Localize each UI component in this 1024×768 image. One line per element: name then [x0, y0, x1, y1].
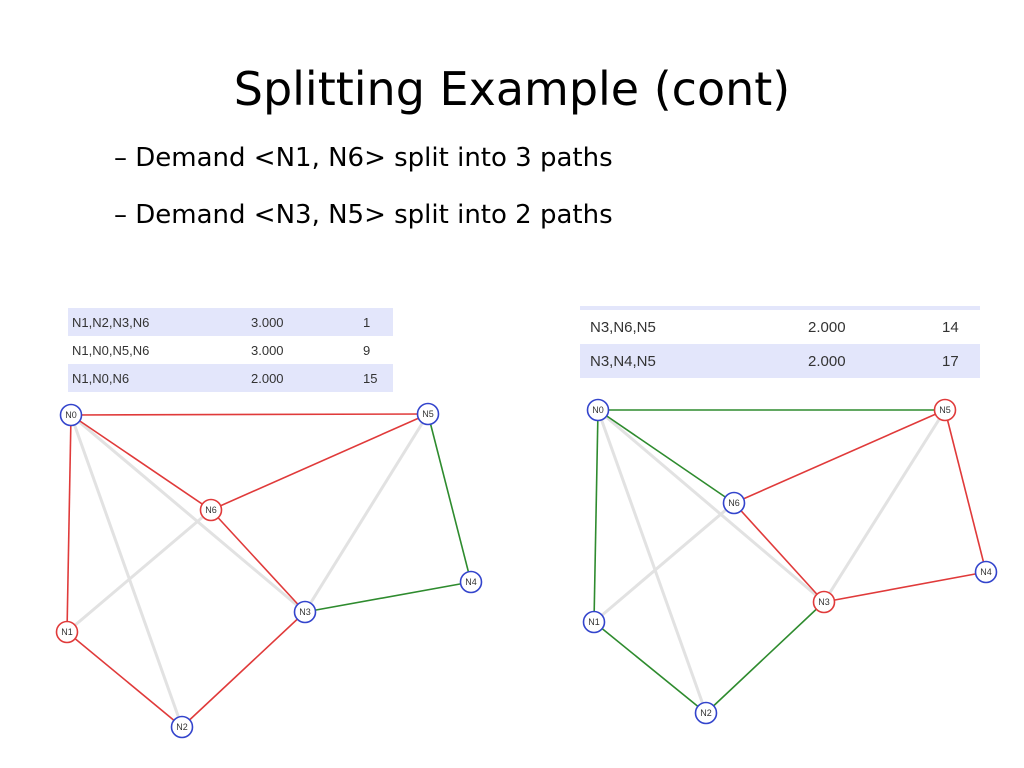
left-path-table: N1,N2,N3,N6 3.000 1 N1,N0,N5,N6 3.000 9 …	[68, 308, 393, 392]
edge-n0-n5	[70, 413, 429, 416]
edge-n2-n3	[181, 611, 306, 728]
node-label: N6	[728, 498, 740, 508]
node-circle	[170, 715, 194, 739]
edge-n6-n5	[733, 409, 946, 504]
node-circle	[416, 402, 440, 426]
value-cell: 2.000	[247, 364, 359, 392]
edge-n5-n3	[303, 413, 430, 613]
node-circle	[582, 610, 606, 634]
edge-n1-n6	[66, 508, 212, 634]
value-cell: 2.000	[808, 318, 846, 336]
node-n5: N5	[933, 398, 957, 422]
edge-n1-n2	[66, 631, 183, 728]
slide-title: Splitting Example (cont)	[233, 62, 791, 116]
value-cell: 3.000	[251, 342, 284, 358]
node-label: N0	[592, 405, 604, 415]
node-circle	[459, 570, 483, 594]
edge-n0-n1	[593, 409, 599, 623]
node-n3: N3	[812, 590, 836, 614]
node-circle	[55, 620, 79, 644]
node-n1: N1	[582, 610, 606, 634]
path-cell: N1,N0,N6	[68, 364, 247, 392]
edge-n0-n6	[597, 409, 735, 504]
edge-n1-n2	[593, 621, 707, 714]
node-label: N2	[700, 708, 712, 718]
node-n6: N6	[722, 491, 746, 515]
node-label: N0	[65, 410, 77, 420]
node-n0: N0	[59, 403, 83, 427]
node-circle	[199, 498, 223, 522]
node-n0: N0	[586, 398, 610, 422]
node-circle	[933, 398, 957, 422]
bullet-list: – Demand <N1, N6> split into 3 paths – D…	[114, 140, 613, 254]
right-path-table: N3,N6,N5 2.000 14 N3,N4,N5 2.000 17	[580, 306, 980, 378]
node-n3: N3	[293, 600, 317, 624]
node-circle	[812, 590, 836, 614]
node-label: N2	[176, 722, 188, 732]
value-cell: 2.000	[798, 344, 932, 378]
id-cell: 1	[359, 308, 393, 336]
node-n1: N1	[55, 620, 79, 644]
path-cell: N3,N4,N5	[580, 344, 798, 378]
edge-n0-n1	[66, 414, 72, 633]
table-row: N1,N0,N5,N6 3.000 9	[68, 336, 393, 364]
node-circle	[694, 701, 718, 725]
node-label: N3	[818, 597, 830, 607]
node-label: N1	[61, 627, 73, 637]
node-label: N4	[980, 567, 992, 577]
node-label: N6	[205, 505, 217, 515]
table-row: N1,N2,N3,N6 3.000 1	[68, 308, 393, 336]
id-cell: 14	[942, 318, 959, 336]
table-row: N3,N6,N5 2.000 14	[580, 308, 980, 344]
table-row: N1,N0,N6 2.000 15	[68, 364, 393, 392]
node-circle	[59, 403, 83, 427]
table-row: N3,N4,N5 2.000 17	[580, 344, 980, 378]
node-circle	[722, 491, 746, 515]
path-cell: N1,N2,N3,N6	[68, 308, 247, 336]
node-label: N4	[465, 577, 477, 587]
edge-n5-n3	[822, 409, 947, 603]
id-cell: 15	[359, 364, 393, 392]
edge-n0-n6	[70, 414, 212, 511]
node-label: N3	[299, 607, 311, 617]
node-n4: N4	[459, 570, 483, 594]
edge-n2-n3	[705, 601, 825, 714]
node-label: N5	[422, 409, 434, 419]
edge-n1-n6	[593, 501, 735, 624]
node-label: N1	[588, 617, 600, 627]
edge-n0-n3	[597, 408, 825, 604]
edge-n6-n5	[210, 413, 429, 511]
edge-n5-n4	[427, 413, 472, 583]
node-circle	[293, 600, 317, 624]
id-cell: 9	[363, 342, 371, 358]
edge-n3-n4	[823, 571, 987, 603]
bullet-item: – Demand <N1, N6> split into 3 paths	[114, 143, 613, 173]
node-n2: N2	[170, 715, 194, 739]
edge-n3-n4	[304, 581, 472, 613]
value-cell: 3.000	[247, 308, 359, 336]
edge-n5-n4	[944, 409, 987, 573]
node-label: N5	[939, 405, 951, 415]
path-cell: N1,N0,N5,N6	[72, 342, 150, 358]
edge-n0-n3	[70, 413, 306, 614]
node-n5: N5	[416, 402, 440, 426]
id-cell: 17	[932, 344, 980, 378]
node-circle	[586, 398, 610, 422]
edge-n6-n3	[733, 502, 825, 603]
edge-n6-n3	[210, 509, 306, 613]
node-n6: N6	[199, 498, 223, 522]
node-n4: N4	[974, 560, 998, 584]
node-n2: N2	[694, 701, 718, 725]
path-cell: N3,N6,N5	[590, 318, 656, 336]
edge-n0-n2	[69, 414, 184, 728]
edge-n0-n2	[596, 409, 708, 714]
node-circle	[974, 560, 998, 584]
bullet-item: – Demand <N3, N5> split into 2 paths	[114, 200, 613, 230]
